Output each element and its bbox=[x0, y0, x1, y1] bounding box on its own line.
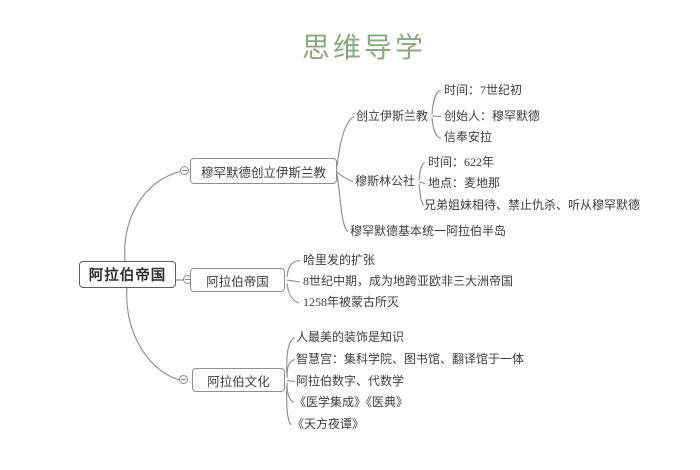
leaf-label: 时间：7世纪初 bbox=[444, 83, 523, 97]
leaf-label: 阿拉伯数字、代数学 bbox=[296, 374, 405, 388]
leaf-label: 创始人：穆罕默德 bbox=[444, 109, 541, 123]
leaf-label: 信奉安拉 bbox=[444, 130, 493, 144]
leaf-label: 兄弟姐妹相待、禁止仇杀、听从穆罕默德 bbox=[424, 198, 641, 212]
culture-branch-fork bbox=[286, 336, 296, 426]
subtopic-label: 穆斯林公社 bbox=[355, 174, 416, 188]
minus-icon bbox=[185, 279, 190, 280]
root-node: 阿拉伯帝国 bbox=[79, 261, 176, 288]
branch-node-label: 阿拉伯帝国 bbox=[206, 274, 269, 289]
leaf-label: 《医学集成》《医典》 bbox=[294, 395, 409, 409]
branch-node-label: 阿拉伯文化 bbox=[207, 374, 270, 389]
minus-icon bbox=[181, 379, 186, 380]
subtopic-label: 穆罕默德基本统一阿拉伯半岛 bbox=[350, 224, 507, 238]
branch-node-culture: 阿拉伯文化 bbox=[192, 368, 285, 392]
collapse-toggle-icon bbox=[180, 166, 189, 175]
leaf-label: 1258年被蒙古所灭 bbox=[303, 295, 400, 309]
branch-node-label: 穆罕默德创立伊斯兰教 bbox=[200, 165, 326, 180]
leaf-label: 人最美的装饰是知识 bbox=[296, 330, 405, 344]
leaf-label: 时间：622年 bbox=[428, 155, 495, 169]
leaf-label: 智慧宫：集科学院、图书馆、翻译馆于一体 bbox=[296, 352, 525, 366]
leaf-label: 哈里发的扩张 bbox=[303, 253, 376, 267]
subtopic-label: 创立伊斯兰教 bbox=[356, 109, 429, 123]
branch-node-empire: 阿拉伯帝国 bbox=[190, 268, 285, 292]
leaf-label: 地点：麦地那 bbox=[428, 176, 501, 190]
empire-branch-fork bbox=[286, 259, 301, 304]
minus-icon bbox=[182, 170, 187, 171]
collapse-toggle-icon bbox=[179, 375, 188, 384]
islam-branch-forks bbox=[336, 89, 442, 232]
branch-node-islam: 穆罕默德创立伊斯兰教 bbox=[190, 158, 337, 184]
root-node-label: 阿拉伯帝国 bbox=[88, 268, 167, 284]
root-branch-curves bbox=[124, 170, 183, 381]
leaf-label: 8世纪中期，成为地跨亚欧非三大洲帝国 bbox=[303, 274, 514, 288]
page-title: 思维导学 bbox=[302, 33, 427, 64]
leaf-label: 《天方夜谭》 bbox=[292, 417, 365, 431]
